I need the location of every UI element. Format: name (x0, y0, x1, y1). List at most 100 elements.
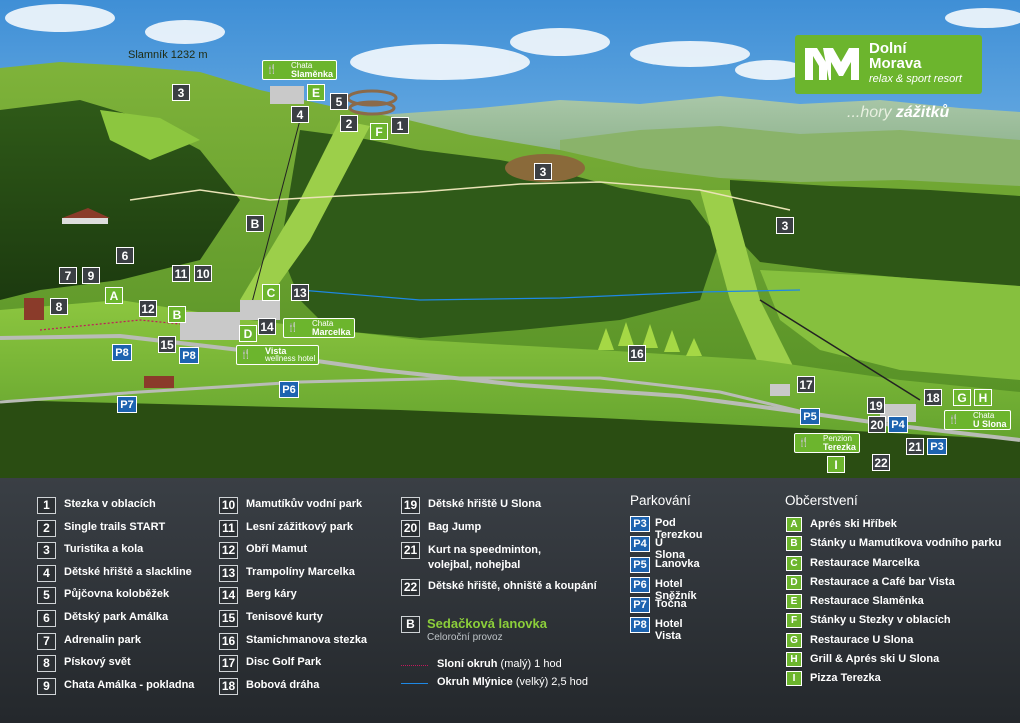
legend-badge: 6 (37, 609, 56, 627)
sign-uslona-name: U Slona (973, 419, 1007, 429)
legend-badge: 13 (219, 564, 238, 582)
map-marker-13[interactable]: 13 (291, 284, 309, 301)
legend-badge: 14 (219, 587, 238, 605)
map-marker-12[interactable]: 12 (139, 300, 157, 317)
food-label: Restaurace U Slona (810, 633, 914, 646)
legend-label: Bobová dráha (246, 678, 320, 691)
parking-label: Pod Terezkou (655, 517, 703, 541)
legend-badge: 22 (401, 579, 420, 597)
route-label: Okruh Mlýnice (velký) 2,5 hod (437, 676, 588, 688)
slogan-b: zážitků (895, 104, 950, 121)
map-parking-P4[interactable]: P4 (888, 416, 908, 433)
food-heading: Občerstvení (785, 493, 858, 508)
legend-label: Půjčovna koloběžek (64, 588, 170, 601)
legend-label: Adrenalin park (64, 633, 142, 646)
map-marker-D[interactable]: D (239, 325, 257, 342)
map-marker-H[interactable]: H (974, 389, 992, 406)
map-marker-E[interactable]: E (307, 84, 325, 101)
legend-badge: 21 (401, 542, 420, 560)
map-marker-I[interactable]: I (827, 456, 845, 473)
map-parking-P6[interactable]: P6 (279, 381, 299, 398)
route-name: Sloní okruh (437, 658, 498, 670)
parking-label: Točna (655, 598, 687, 611)
parking-label: U Slona (655, 537, 685, 562)
food-label: Pizza Terezka (810, 672, 881, 685)
legend-label: Lesní zážitkový park (246, 520, 353, 533)
restaurant-icon: 🍴 (266, 64, 279, 74)
parking-badge: P3 (630, 516, 650, 532)
map-marker-3[interactable]: 3 (172, 84, 190, 101)
sign-marcelka-name: Marcelka (312, 327, 351, 337)
map-marker-4[interactable]: 4 (291, 106, 309, 123)
map-parking-P7[interactable]: P7 (117, 396, 137, 413)
sign-vista[interactable]: 🍴 Vista wellness hotel (236, 345, 320, 365)
food-badge: D (786, 574, 802, 590)
sign-vista-name: Vista (265, 346, 287, 356)
map-parking-P8[interactable]: P8 (179, 347, 199, 364)
map-marker-3[interactable]: 3 (776, 217, 794, 234)
sign-terezka[interactable]: 🍴 Penzion Terezka (794, 433, 860, 453)
legend-badge: B (401, 616, 420, 633)
map-marker-B[interactable]: B (246, 215, 264, 232)
map-marker-14[interactable]: 14 (258, 318, 276, 335)
legend-label: Stezka v oblacích (64, 498, 156, 510)
map-marker-17[interactable]: 17 (797, 376, 815, 393)
map-marker-10[interactable]: 10 (194, 265, 212, 282)
map-marker-B[interactable]: B (168, 306, 186, 323)
map-marker-16[interactable]: 16 (628, 345, 646, 362)
parking-badge: P5 (630, 556, 650, 573)
sign-uslona-top: Chata (973, 411, 995, 420)
legend-badge: 18 (219, 677, 238, 695)
map-marker-1[interactable]: 1 (391, 117, 409, 134)
restaurant-icon: 🍴 (287, 322, 300, 332)
food-label: Aprés ski Hříbek (810, 518, 897, 530)
parking-heading: Parkování (630, 493, 691, 508)
map-marker-2[interactable]: 2 (340, 115, 358, 132)
map-parking-P5[interactable]: P5 (800, 408, 820, 425)
legend-label: Bag Jump (428, 520, 482, 533)
map-marker-C[interactable]: C (262, 284, 280, 301)
sign-vista-sub: wellness hotel (265, 354, 316, 363)
food-badge: A (786, 517, 802, 532)
parking-badge: P8 (630, 617, 650, 634)
legend-label: Single trails START (64, 520, 166, 533)
legend-label: Kurt na speedminton, volejbal, nohejbal (428, 544, 542, 572)
map-marker-22[interactable]: 22 (872, 454, 890, 471)
route-label: Sloní okruh (malý) 1 hod (437, 658, 562, 670)
map-marker-9[interactable]: 9 (82, 267, 100, 284)
sign-uslona[interactable]: 🍴 Chata U Slona (944, 410, 1011, 430)
peak-label: Slamník 1232 m (128, 49, 208, 61)
map-marker-F[interactable]: F (370, 123, 388, 140)
map-parking-P3[interactable]: P3 (927, 438, 947, 455)
sign-slamenka[interactable]: 🍴 Chata Slaměnka (262, 60, 338, 80)
logo-line1: Dolní (869, 40, 907, 57)
map-marker-11[interactable]: 11 (172, 265, 190, 282)
chairlift-sub: Celoroční provoz (427, 632, 503, 643)
map-marker-21[interactable]: 21 (906, 438, 924, 455)
legend-label: Berg káry (246, 588, 297, 601)
map-marker-3[interactable]: 3 (534, 163, 552, 180)
map-marker-18[interactable]: 18 (924, 389, 942, 406)
legend-badge: 8 (37, 655, 56, 673)
map-marker-7[interactable]: 7 (59, 267, 77, 284)
legend-label: Turistika a kola (64, 543, 144, 556)
map-marker-A[interactable]: A (105, 287, 123, 304)
legend-label: Dětské hřiště, ohniště a koupání (428, 580, 597, 593)
legend-label: Dětský park Amálka (64, 610, 169, 623)
map-marker-5[interactable]: 5 (330, 93, 348, 110)
sign-terezka-top: Penzion (823, 434, 852, 443)
legend-label: Stamichmanova stezka (246, 633, 368, 646)
legend-badge: 11 (219, 519, 238, 537)
sign-marcelka[interactable]: 🍴 Chata Marcelka (283, 318, 355, 338)
map-marker-15[interactable]: 15 (158, 336, 176, 353)
map-marker-19[interactable]: 19 (867, 397, 885, 414)
map-marker-8[interactable]: 8 (50, 298, 68, 315)
map-marker-20[interactable]: 20 (868, 416, 886, 433)
map-marker-G[interactable]: G (953, 389, 971, 406)
map-marker-6[interactable]: 6 (116, 247, 134, 264)
legend-badge: 10 (219, 497, 238, 514)
map-parking-P8[interactable]: P8 (112, 344, 132, 361)
food-badge: C (786, 555, 802, 571)
sign-marcelka-top: Chata (312, 319, 334, 328)
